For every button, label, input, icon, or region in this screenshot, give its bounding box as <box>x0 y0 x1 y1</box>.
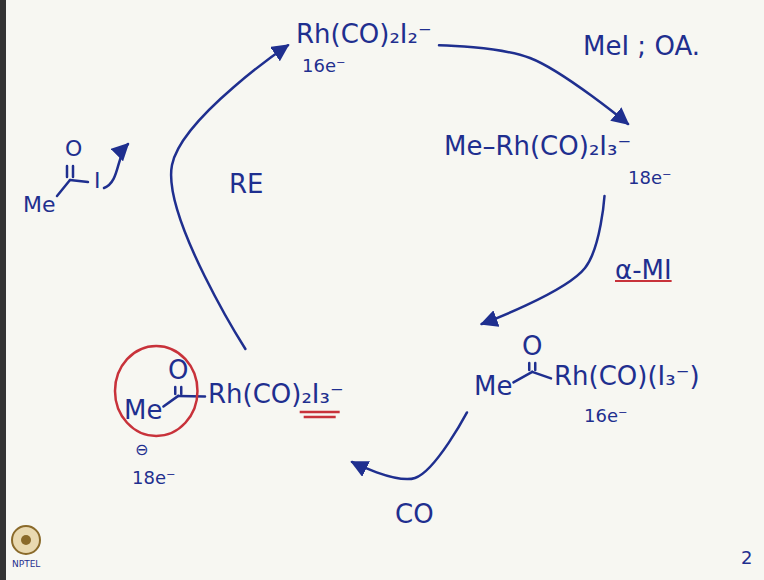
atom-label: Me <box>474 372 512 402</box>
electron-count: 18e⁻ <box>132 468 175 489</box>
step-label: CO <box>392 500 437 530</box>
electron-count: 18e⁻ <box>628 168 671 189</box>
complex-node: Me–Rh(CO)₂I₃⁻ 18e⁻ <box>440 128 675 193</box>
atom-label: O <box>168 356 188 386</box>
atom-label: I <box>91 168 104 193</box>
formula-text: Rh(CO)₂I₂⁻ <box>296 20 432 50</box>
step-label: α-MI <box>612 256 675 286</box>
atom-label: O <box>62 136 85 161</box>
nptel-logo <box>12 526 40 554</box>
electron-count: 16e⁻ <box>584 406 627 427</box>
atom-label: O <box>522 332 542 362</box>
logo-text: NPTEL <box>9 559 43 569</box>
page-number: 2 <box>738 548 755 569</box>
board-edge <box>0 0 6 580</box>
electron-count: 16e⁻ <box>302 56 345 77</box>
highlight-circle <box>115 346 197 436</box>
reaction-arrow <box>352 412 467 479</box>
double-underline <box>300 412 340 417</box>
reaction-arrow <box>482 196 605 324</box>
formula-text: Me–Rh(CO)₂I₃⁻ <box>444 132 631 162</box>
complex-node: OMe Rh(CO)₂I₃⁻ 18e⁻ <box>120 352 348 493</box>
atom-label: Me <box>124 396 162 426</box>
complex-node: Rh(CO)₂I₂⁻ 16e⁻ <box>292 16 436 81</box>
formula-text: Rh(CO)₂I₃⁻ <box>208 380 344 410</box>
curly-arrow <box>104 144 128 188</box>
reaction-arrow <box>171 45 288 349</box>
atom-label: Me <box>20 192 59 217</box>
step-label: MeI ; OA. <box>580 32 703 62</box>
charge-symbol: ⊖ <box>132 441 151 459</box>
step-label: RE <box>226 170 267 200</box>
formula-text: Rh(CO)(I₃⁻) <box>554 362 700 392</box>
complex-node: O Me Rh(CO)(I₃⁻) 16e⁻ <box>470 328 704 431</box>
